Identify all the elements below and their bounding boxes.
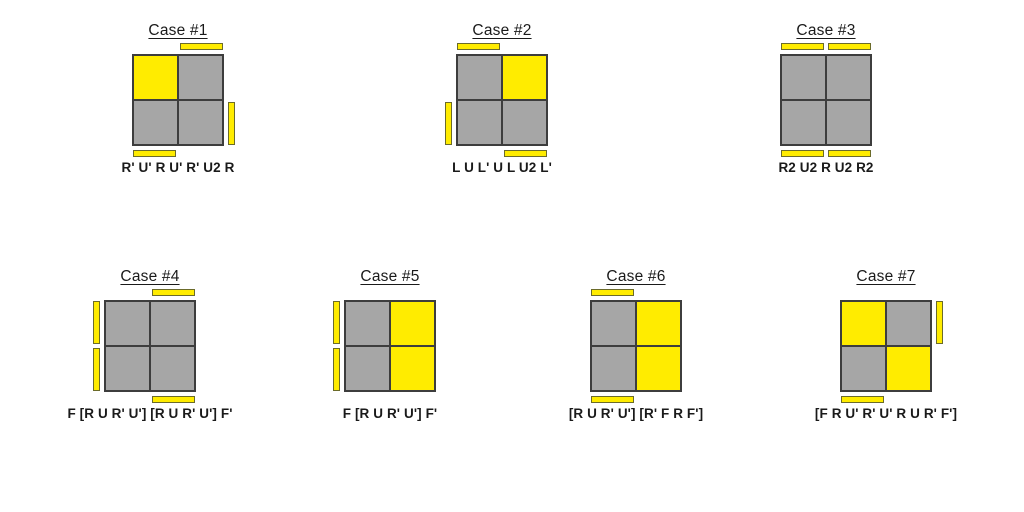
edge-bar-right-top [936, 301, 943, 344]
sticker-4 [150, 346, 195, 391]
sticker-2 [886, 301, 931, 346]
cube-face-group [333, 300, 436, 392]
sticker-1 [133, 55, 178, 100]
case-algorithm: [R U R' U'] [R' F R F'] [568, 406, 704, 421]
sticker-1 [781, 55, 826, 100]
cube-top-face [344, 300, 436, 392]
cube-diagram [68, 40, 288, 160]
edge-bar-bottom-right [828, 150, 871, 157]
sticker-3 [457, 100, 502, 145]
edge-bar-bottom-right [504, 150, 547, 157]
case-1: Case #1 R' U' R U' R' U2 R [68, 22, 288, 175]
sticker-4 [826, 100, 871, 145]
edge-bar-top-right [180, 43, 223, 50]
cube-diagram [776, 286, 996, 406]
edge-bar-left-top [333, 301, 340, 344]
case-title: Case #2 [472, 22, 532, 39]
sticker-3 [591, 346, 636, 391]
case-title: Case #7 [856, 268, 916, 285]
edge-bar-right-bottom [228, 102, 235, 145]
case-algorithm: L U L' U L U2 L' [452, 160, 552, 175]
edge-bar-bottom-left [841, 396, 884, 403]
cube-diagram [526, 286, 746, 406]
edge-bar-top-left [457, 43, 500, 50]
case-title: Case #5 [360, 268, 420, 285]
cube-top-face [840, 300, 932, 392]
cube-diagram [716, 40, 936, 160]
case-4: Case #4 F [R U R' U'] [R U R' U'] F' [40, 268, 260, 421]
sticker-2 [150, 301, 195, 346]
edge-bar-left-bottom [445, 102, 452, 145]
edge-bar-top-right [828, 43, 871, 50]
edge-bar-left-bottom [333, 348, 340, 391]
cube-face-group [445, 43, 548, 157]
case-title: Case #3 [796, 22, 856, 39]
cube-diagram [40, 286, 260, 406]
edge-bar-left-bottom [93, 348, 100, 391]
cube-face-group [132, 43, 235, 157]
sticker-3 [841, 346, 886, 391]
cube-top-face [132, 54, 224, 146]
cube-top-face [104, 300, 196, 392]
case-algorithm: [F R U' R' U' R U R' F'] [814, 406, 958, 421]
sticker-4 [886, 346, 931, 391]
case-title: Case #6 [606, 268, 666, 285]
sticker-1 [105, 301, 150, 346]
cube-top-face [780, 54, 872, 146]
case-algorithm: R2 U2 R U2 R2 [778, 160, 874, 175]
edge-bar-bottom-left [591, 396, 634, 403]
edge-bar-bottom-left [781, 150, 824, 157]
case-5: Case #5 F [R U R' U'] F' [280, 268, 500, 421]
sticker-2 [178, 55, 223, 100]
edge-bar-bottom-left [133, 150, 176, 157]
sticker-1 [591, 301, 636, 346]
case-algorithm: F [R U R' U'] [R U R' U'] F' [67, 406, 233, 421]
case-7: Case #7 [F R U' R' U' R U R' F'] [776, 268, 996, 421]
sticker-4 [502, 100, 547, 145]
sticker-2 [826, 55, 871, 100]
edge-bar-top-left [781, 43, 824, 50]
cube-diagram [392, 40, 612, 160]
sticker-2 [390, 301, 435, 346]
edge-bar-bottom-right [152, 396, 195, 403]
sticker-4 [178, 100, 223, 145]
edge-bar-left-top [93, 301, 100, 344]
sticker-4 [636, 346, 681, 391]
case-title: Case #1 [148, 22, 208, 39]
sticker-3 [133, 100, 178, 145]
case-algorithm: R' U' R U' R' U2 R [121, 160, 235, 175]
sticker-1 [345, 301, 390, 346]
cube-face-group [780, 43, 872, 157]
cube-diagram [280, 286, 500, 406]
cube-face-group [93, 289, 196, 403]
cube-face-group [590, 289, 682, 403]
case-algorithm: F [R U R' U'] F' [342, 406, 438, 421]
cube-face-group [840, 300, 943, 403]
sticker-1 [457, 55, 502, 100]
sticker-3 [105, 346, 150, 391]
cube-top-face [456, 54, 548, 146]
sticker-2 [502, 55, 547, 100]
sticker-2 [636, 301, 681, 346]
case-6: Case #6 [R U R' U'] [R' F R F'] [526, 268, 746, 421]
edge-bar-top-left [591, 289, 634, 296]
case-title: Case #4 [120, 268, 180, 285]
edge-bar-top-right [152, 289, 195, 296]
case-2: Case #2 L U L' U L U2 L' [392, 22, 612, 175]
cube-top-face [590, 300, 682, 392]
case-3: Case #3 R2 U2 R U2 R2 [716, 22, 936, 175]
sticker-3 [345, 346, 390, 391]
sticker-4 [390, 346, 435, 391]
sticker-1 [841, 301, 886, 346]
sticker-3 [781, 100, 826, 145]
